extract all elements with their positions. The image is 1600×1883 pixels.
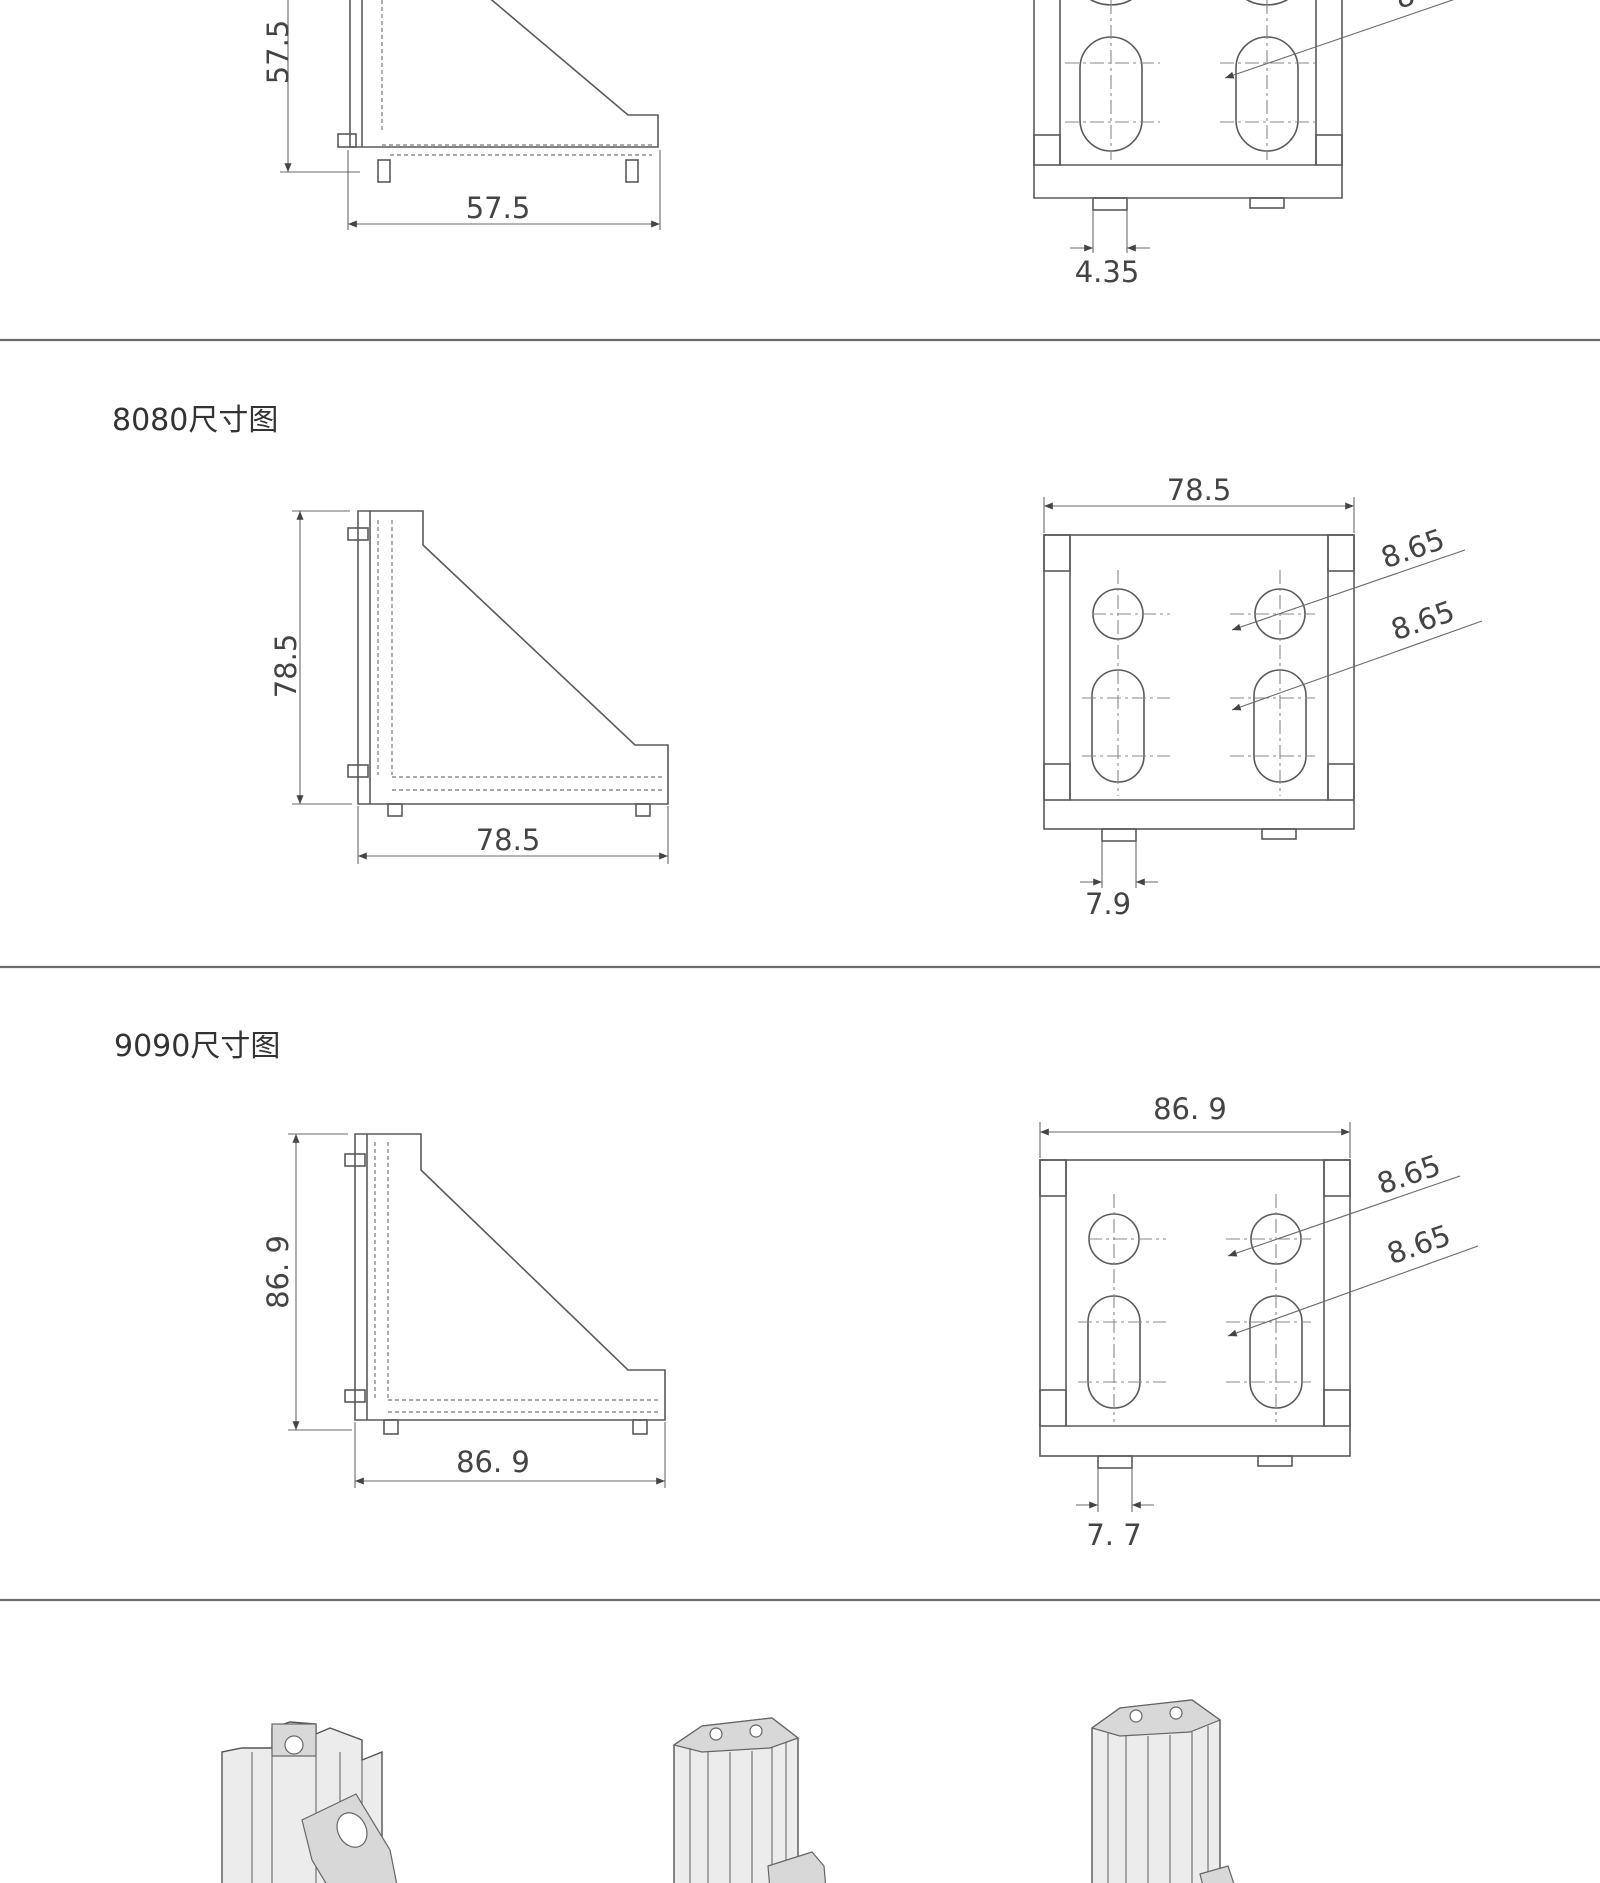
side-width-label-1: 57.5: [466, 191, 531, 225]
side-view-3: 86. 9 86. 9: [261, 1133, 666, 1488]
section-title-8080: 8080尺寸图: [112, 403, 278, 438]
hole-dim-label-3b: 8.65: [1383, 1218, 1455, 1271]
side-width-label-2: 78.5: [476, 823, 541, 857]
slot-width-label-1: 4.35: [1075, 255, 1140, 289]
product-image-2: [672, 1717, 827, 1883]
top-width-label-2: 78.5: [1167, 473, 1232, 507]
side-height-label-1: 57.5: [261, 20, 295, 85]
section-title-9090: 9090尺寸图: [114, 1029, 280, 1064]
top-width-label-3: 86. 9: [1153, 1092, 1227, 1126]
top-view-1: 8 4.35: [1033, 0, 1455, 289]
slot-width-label-3: 7. 7: [1086, 1518, 1141, 1552]
section-1: 57.5 57.5 8: [261, 0, 1455, 289]
product-image-1: [221, 1721, 398, 1883]
slot-width-label-2: 7.9: [1085, 887, 1131, 921]
top-view-2: 78.5 8.65 8.65 7.9: [1043, 473, 1483, 921]
hole-dim-label-2b: 8.65: [1387, 594, 1459, 647]
section-3: 9090尺寸图 86. 9 86. 9: [114, 1029, 1479, 1552]
product-image-3: [1090, 1699, 1235, 1883]
top-view-3: 86. 9 8.65 8.65 7. 7: [1039, 1092, 1479, 1552]
side-view-2: 78.5 78.5: [269, 510, 669, 864]
hole-dim-label-2a: 8.65: [1377, 522, 1449, 575]
side-width-label-3: 86. 9: [456, 1445, 530, 1479]
side-height-label-3: 86. 9: [261, 1235, 295, 1309]
side-height-label-2: 78.5: [269, 634, 303, 699]
side-view-1: 57.5 57.5: [261, 0, 661, 230]
section-2: 8080尺寸图 78.5 78.5: [112, 403, 1483, 921]
